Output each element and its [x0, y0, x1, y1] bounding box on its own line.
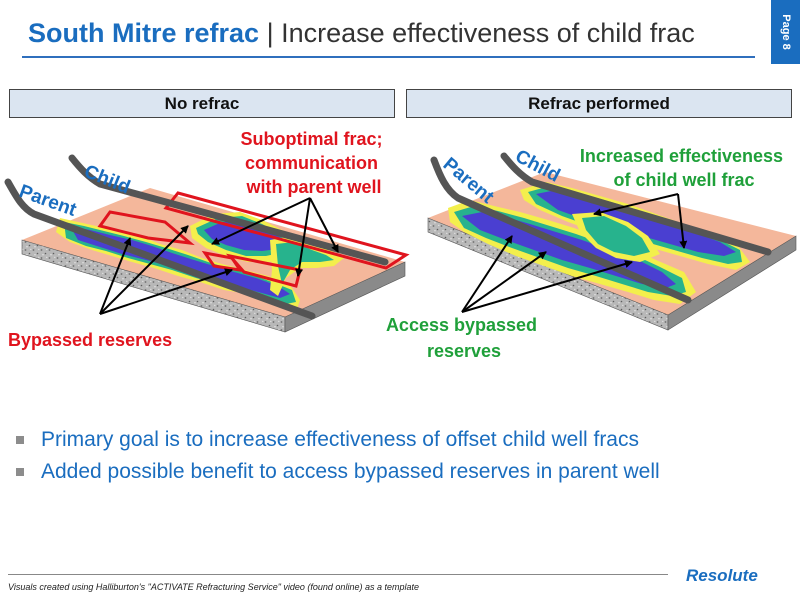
left-arrow-bottom-2	[99, 225, 189, 315]
left-slab-top	[22, 188, 405, 317]
right-parent-well	[430, 156, 692, 304]
panel-header-right: Refrac performed	[406, 89, 792, 118]
left-child-well	[68, 154, 389, 266]
left-arrow-bottom-1	[99, 237, 132, 315]
left-arrows	[99, 197, 339, 315]
footer-note: Visuals created using Halliburton's "ACT…	[8, 582, 419, 592]
left-parent-well	[4, 178, 316, 320]
left-callout-bottom: Bypassed reserves	[8, 330, 172, 350]
right-arrow-bottom-3	[461, 260, 633, 313]
left-callout-top-line-3: with parent well	[245, 177, 381, 197]
title-rule	[22, 56, 755, 58]
left-wells	[4, 154, 389, 320]
left-arrow-bottom-3	[99, 268, 233, 315]
company-logo: Resolute	[686, 566, 758, 585]
bullet-square-icon	[16, 436, 24, 444]
left-arrow-top-2	[295, 197, 311, 277]
refrac-diagram: Child Parent Suboptimal frac; communicat…	[4, 129, 797, 361]
right-arrow-bottom-2	[461, 251, 547, 313]
bullet-item: Added possible benefit to access bypasse…	[16, 460, 786, 484]
right-arrow-bottom-1	[461, 235, 513, 313]
left-callout-top-line-1: Suboptimal frac;	[240, 129, 382, 149]
right-arrow-top-2	[677, 193, 688, 249]
left-frac-box-mid	[97, 210, 195, 246]
panel-header-left: No refrac	[9, 89, 395, 118]
right-callout-top-line-2: of child well frac	[613, 170, 754, 190]
left-arrow-top-1	[211, 197, 311, 245]
right-callout-bottom: Access bypassed reserves	[386, 315, 542, 361]
left-parent-label: Parent	[16, 181, 79, 221]
bullet-square-icon	[16, 468, 24, 476]
right-arrow-top-1	[593, 193, 679, 217]
bullet-text: Added possible benefit to access bypasse…	[41, 460, 660, 483]
page-title: South Mitre refrac | Increase effectiven…	[28, 18, 695, 49]
title-separator: |	[266, 18, 274, 48]
page-tab: Page 8	[771, 0, 800, 64]
right-callout-top-line-1: Increased effectiveness	[580, 146, 783, 166]
left-arrow-top-3	[309, 197, 339, 253]
left-frac-box-small	[201, 250, 244, 273]
right-child-well	[500, 152, 772, 256]
right-slab-side	[667, 235, 797, 331]
left-callout-top: Suboptimal frac; communication with pare…	[240, 129, 387, 197]
title-rest: Increase effectiveness of child frac	[281, 18, 695, 48]
left-child-label: Child	[81, 161, 133, 198]
left-callout-top-line-2: communication	[245, 153, 378, 173]
title-strong: South Mitre refrac	[28, 18, 260, 48]
left-slab	[21, 188, 406, 333]
right-arrows	[461, 193, 688, 313]
right-callout-top: Increased effectiveness of child well fr…	[580, 146, 788, 190]
bullet-item: Primary goal is to increase effectivenes…	[16, 428, 786, 452]
right-callout-bottom-line-2: reserves	[427, 341, 501, 361]
footer-rule	[8, 574, 668, 575]
right-callout-bottom-line-1: Access bypassed	[386, 315, 537, 335]
right-wells	[430, 152, 772, 304]
left-frac-box-low	[225, 253, 302, 288]
bullet-list: Primary goal is to increase effectivenes…	[16, 428, 786, 492]
bullet-text: Primary goal is to increase effectivenes…	[41, 428, 639, 451]
